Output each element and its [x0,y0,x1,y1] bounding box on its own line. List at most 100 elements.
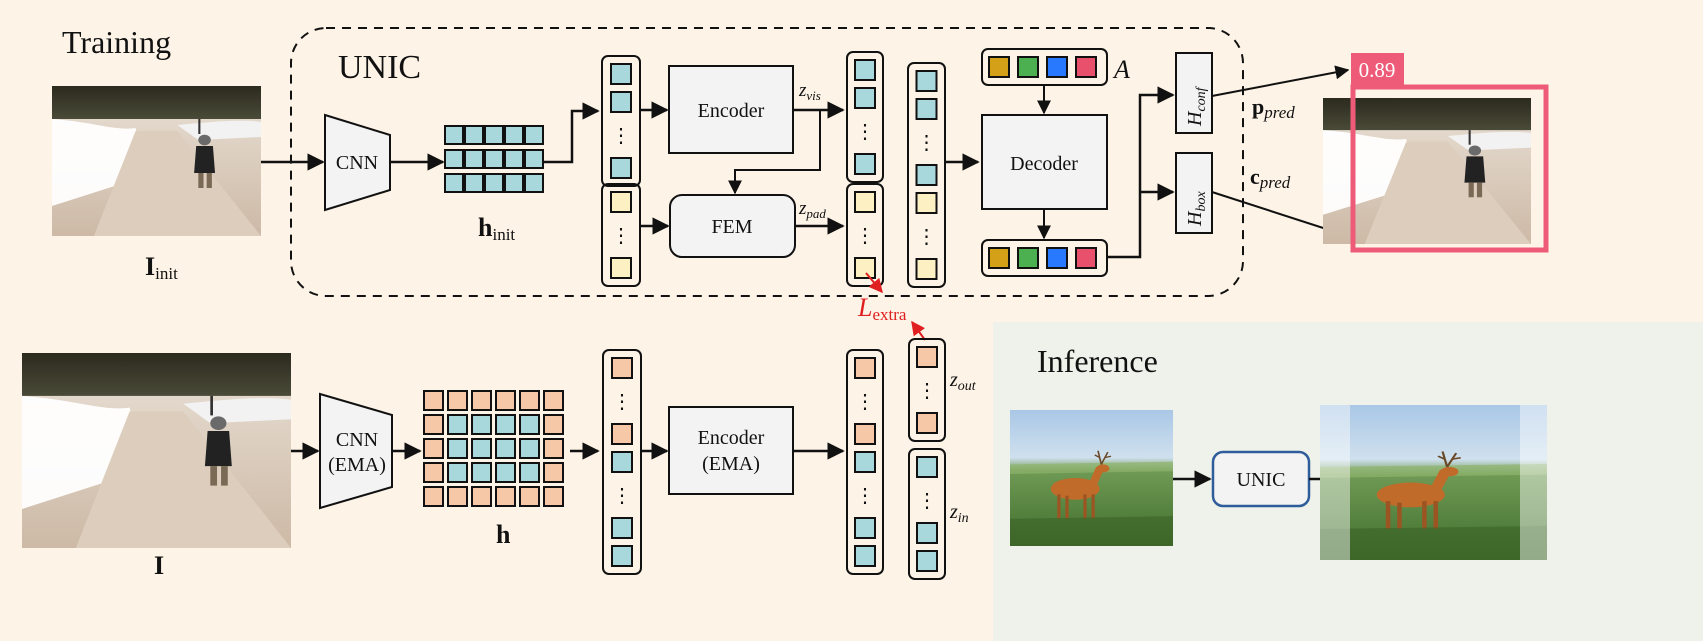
score-text: 0.89 [1359,58,1396,82]
token [610,63,632,85]
z-pad-label: zpad [798,198,826,221]
query-token [1046,247,1068,269]
query-token [1075,56,1097,78]
token [611,423,633,445]
feature-cell [423,486,444,507]
feature-map-h-label: h [496,520,511,549]
feature-cell [504,149,524,169]
feature-cell [495,414,516,435]
token-column-frame [908,448,946,580]
decoder-block [981,114,1108,210]
encoder-label: Encoder [698,100,765,122]
ellipsis: ⋮ [611,225,631,247]
inference-output-image [1320,405,1547,560]
feature-cell [519,486,540,507]
feature-cell [471,438,492,459]
token [854,517,876,539]
anchor-symbol: A [1112,55,1130,84]
feature-cell [524,173,544,193]
feature-cell [464,125,484,145]
ellipsis: ⋮ [917,226,937,248]
feature-cell [495,390,516,411]
feature-map-h-init [444,125,544,193]
ellipsis: ⋮ [855,485,875,507]
token [916,522,938,544]
fem-label: FEM [711,216,752,238]
feature-cell [484,125,504,145]
feature-cell [444,173,464,193]
ellipsis: ⋮ [917,380,937,402]
token-column-frame [907,62,946,288]
input-image [22,353,291,548]
ema-output-token-column: ⋮⋮ [846,349,884,575]
feature-cell [447,390,468,411]
ellipsis: ⋮ [612,485,632,507]
anchor-queries [981,48,1108,86]
feature-cell [519,438,540,459]
token [854,59,876,81]
token [854,191,876,213]
input-image-init [52,86,261,236]
encoder-block [668,65,794,154]
token [611,545,633,567]
feature-map-h-init-label: hinit [478,213,515,244]
token [611,451,633,473]
token [854,451,876,473]
token-column-frame [602,349,642,575]
feature-cell [495,438,516,459]
token [916,412,938,434]
inference-unic-label: UNIC [1237,469,1286,491]
token [915,98,938,120]
loss-label: Lextra [857,293,907,324]
confidence-head-label: Hconf [1184,85,1209,127]
encoder-ema-label-2: (EMA) [702,453,760,475]
feature-cell [543,486,564,507]
token [915,192,938,214]
token [916,346,938,368]
encoder-ema-block [668,406,794,495]
inference-title: Inference [1037,343,1158,379]
z-in-label: zin [949,501,969,526]
training-title: Training [62,24,171,60]
confidence-head [1175,52,1213,134]
feature-cell [495,462,516,483]
feature-cell [519,390,540,411]
token [915,70,938,92]
token-column-frame [846,349,884,575]
feature-cell [543,462,564,483]
feature-cell [504,125,524,145]
query-token [988,56,1010,78]
query-token [988,247,1010,269]
token [854,423,876,445]
query-token [1046,56,1068,78]
feature-cell [519,462,540,483]
feature-cell [543,438,564,459]
feature-cell [471,486,492,507]
feature-cell [471,462,492,483]
token-column-frame [846,51,884,183]
feature-cell [464,173,484,193]
token [610,257,632,279]
cnn-ema-block [319,392,393,510]
z-vis-label: zvis [798,80,821,103]
token [916,456,938,478]
feature-cell [543,390,564,411]
feature-map-h [423,390,564,507]
token [915,164,938,186]
feature-cell [471,390,492,411]
feature-cell [423,414,444,435]
token-column-frame [908,338,946,442]
token [854,153,876,175]
token [854,357,876,379]
token [854,257,876,279]
ellipsis: ⋮ [855,225,875,247]
predicted-bounding-box [1350,84,1549,253]
ellipsis: ⋮ [855,121,875,143]
cnn-block [324,113,391,212]
feature-cell [504,173,524,193]
decoder-output-queries [981,239,1108,277]
fem-output-token-column: ⋮ [846,183,884,287]
decoder-label: Decoder [1010,153,1078,175]
feature-cell [447,414,468,435]
visible-token-column: ⋮ [601,55,641,187]
